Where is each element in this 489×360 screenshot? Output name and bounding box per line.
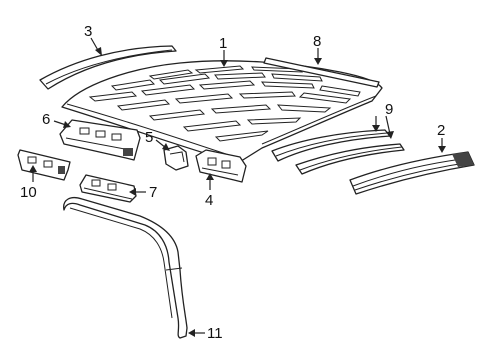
roof-panel-part-1 [61, 60, 383, 164]
roof-rail-part-9 [271, 129, 405, 175]
leader-lines [29, 37, 446, 337]
clip-part-5 [163, 145, 189, 171]
callout-11: 11 [207, 325, 223, 342]
roof-ribs [88, 65, 361, 142]
center-bracket-part-4 [195, 149, 247, 183]
callout-3: 3 [84, 23, 92, 40]
bracket-part-10 [17, 149, 71, 181]
weatherstrip-part-11 [63, 196, 188, 339]
callout-9: 9 [385, 101, 393, 118]
drip-molding-part-8 [263, 57, 380, 88]
front-header-trim-part-3 [39, 45, 177, 90]
rear-roof-bow-part-2 [349, 151, 475, 195]
bracket-part-7 [79, 174, 137, 203]
callout-7: 7 [149, 184, 157, 201]
callout-1: 1 [219, 35, 227, 52]
callout-4: 4 [205, 192, 213, 209]
callout-10: 10 [20, 184, 37, 201]
front-bracket-part-6 [59, 119, 141, 161]
callout-2: 2 [437, 122, 445, 139]
callout-6: 6 [42, 111, 50, 128]
callout-5: 5 [145, 129, 153, 146]
callout-8: 8 [313, 33, 321, 50]
